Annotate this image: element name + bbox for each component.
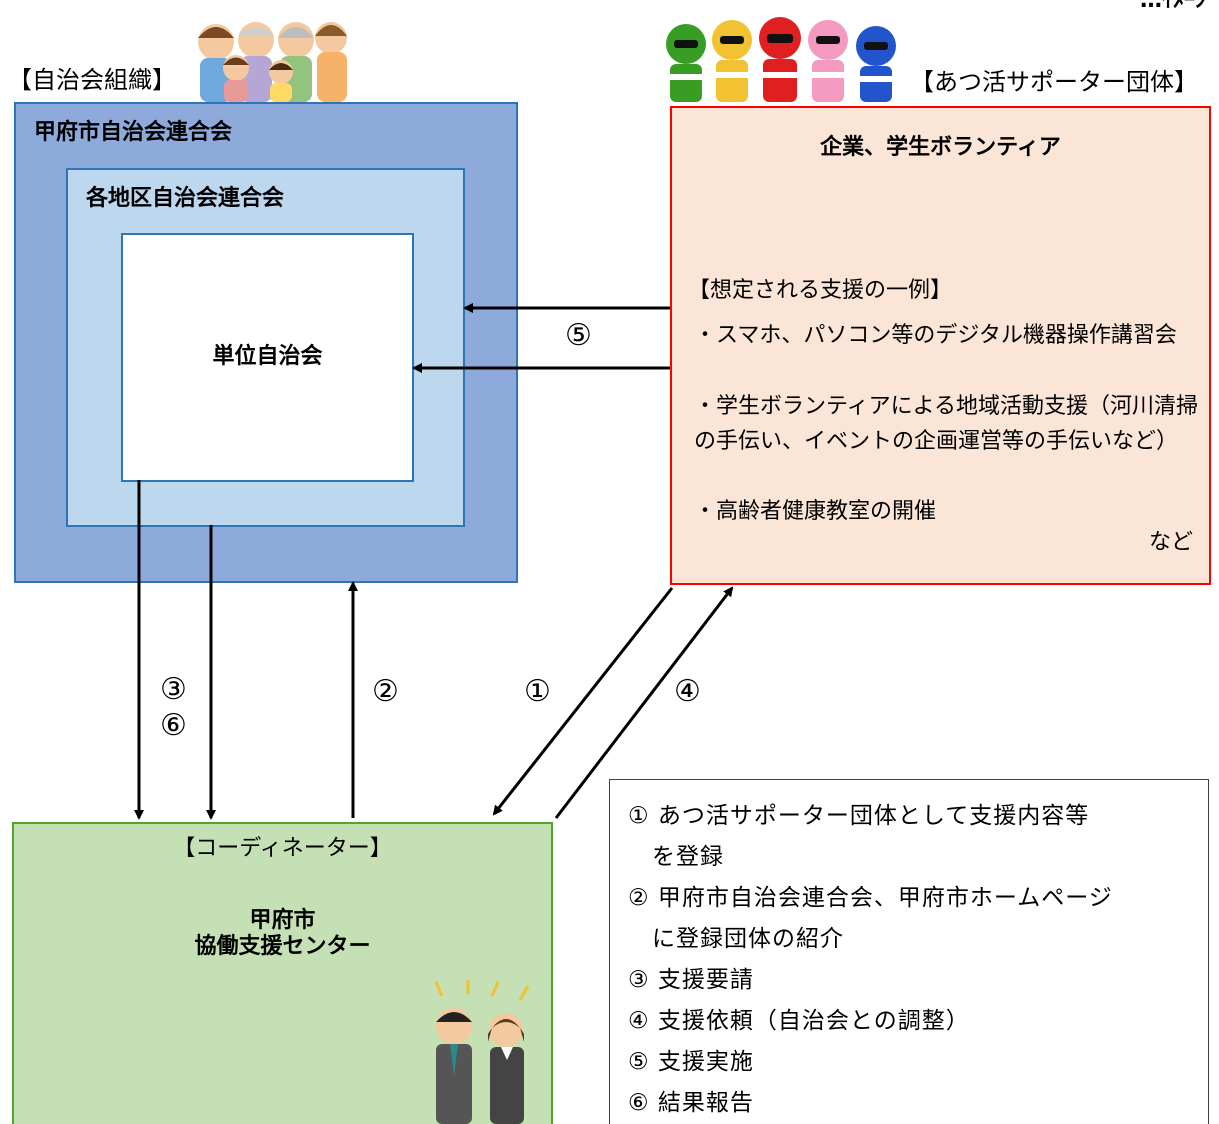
supporter-title: 企業、学生ボランティア [820, 135, 1061, 160]
support-example-item: ・スマホ、パソコン等のデジタル機器操作講習会 [694, 323, 1177, 348]
jichikai-federation-title: 甲府市自治会連合会 [34, 120, 233, 145]
coordinator-title-line1: 甲府市 [249, 908, 316, 933]
supporter-group-label: 【あつ活サポーター団体】 [910, 68, 1198, 96]
coordinator-label: 【コーディネーター】 [173, 836, 392, 861]
arrow-number-2: ② [372, 674, 399, 709]
legend-line: を登録 [628, 844, 724, 870]
arrow-support-request [554, 586, 734, 819]
arrow-registration [492, 587, 674, 816]
support-examples-heading: 【想定される支援の一例】 [688, 278, 953, 303]
legend-line: ⑥ 結果報告 [628, 1090, 754, 1116]
supporter-box [670, 106, 1211, 585]
legend-line: ⑤ 支援実施 [628, 1049, 754, 1075]
ranger-heroes-illustration [666, 17, 896, 102]
legend-line: ④ 支援依頼（自治会との調整） [628, 1008, 970, 1034]
family-illustration [198, 22, 347, 102]
unit-jichikai-box [121, 233, 414, 482]
staff-illustration [434, 980, 530, 1124]
legend-line: ① あつ活サポーター団体として支援内容等 [628, 803, 1090, 829]
arrow-number-6: ⑥ [160, 708, 187, 743]
district-federation-title: 各地区自治会連合会 [86, 186, 285, 211]
legend-line: に登録団体の紹介 [628, 926, 844, 952]
arrow-number-5: ⑤ [565, 318, 592, 353]
arrow-number-1: ① [524, 674, 551, 709]
arrow-number-4: ④ [674, 674, 701, 709]
jichikai-group-label: 【自治会組織】 [8, 66, 176, 94]
corner-label: …ｲﾒｰｼﾞ [1139, 0, 1217, 13]
unit-jichikai-title: 単位自治会 [212, 344, 323, 369]
support-etc-label: など [1148, 530, 1193, 555]
legend-box [609, 779, 1209, 1124]
legend-line: ② 甲府市自治会連合会、甲府市ホームページ [628, 885, 1113, 911]
legend-line: ③ 支援要請 [628, 967, 754, 993]
support-example-item: ・高齢者健康教室の開催 [694, 499, 937, 524]
coordinator-title-line2: 協働支援センター [194, 934, 371, 959]
support-example-item: ・学生ボランティアによる地域活動支援（河川清掃の手伝い、イベントの企画運営等の手… [694, 394, 1199, 454]
arrow-number-3: ③ [160, 672, 187, 707]
